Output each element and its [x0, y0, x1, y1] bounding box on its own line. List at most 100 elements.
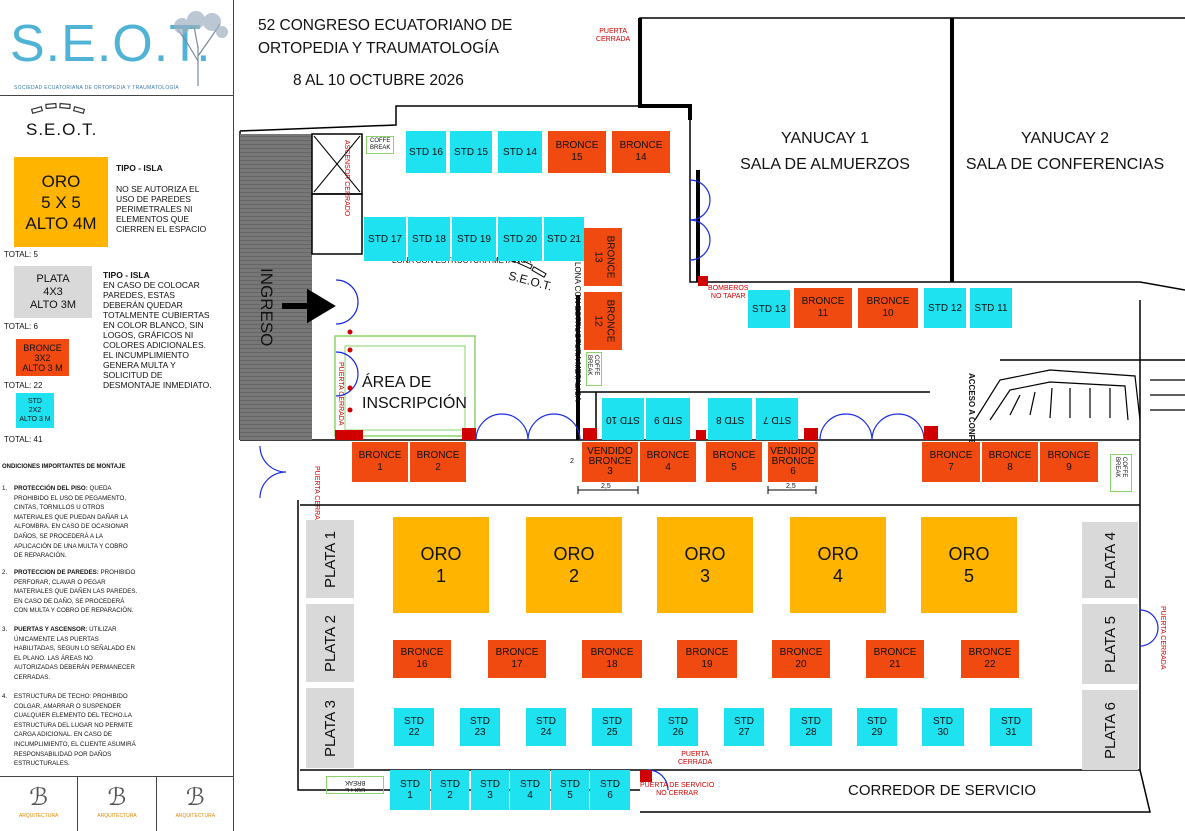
door-swings	[259, 179, 1159, 791]
stall-std-5[interactable]: STD 5	[551, 770, 589, 810]
stall-std-6[interactable]: STD 6	[590, 770, 630, 810]
stall-plata-2[interactable]: PLATA 2	[306, 604, 354, 682]
stall-bronce-19[interactable]: BRONCE 19	[677, 640, 737, 678]
stall-std-20[interactable]: STD 20	[498, 217, 542, 261]
stall-plata-1[interactable]: PLATA 1	[306, 520, 354, 598]
stall-std-27[interactable]: STD 27	[724, 708, 764, 746]
stall-plata-6-label: PLATA 6	[1101, 701, 1119, 759]
stall-std-2[interactable]: STD 2	[431, 770, 469, 810]
stall-bronce-16[interactable]: BRONCE 16	[393, 640, 451, 678]
stall-oro-2[interactable]: ORO 2	[526, 517, 622, 613]
stall-bronce-4[interactable]: BRONCE 4	[640, 442, 696, 482]
stall-std-30[interactable]: STD 30	[922, 708, 964, 746]
stall-plata-4[interactable]: PLATA 4	[1082, 522, 1138, 598]
ingreso-label: INGRESO	[256, 268, 276, 348]
stall-plata-2-label: PLATA 2	[321, 614, 339, 672]
stall-bronce-1[interactable]: BRONCE 1	[352, 442, 408, 482]
stall-std-13[interactable]: STD 13	[748, 290, 790, 328]
stall-bronce-21[interactable]: BRONCE 21	[866, 640, 924, 678]
stall-std-3[interactable]: STD 3	[471, 770, 509, 810]
legend-plata-tipo: TIPO - ISLA	[103, 270, 150, 280]
note-puerta-cerrada-top: PUERTA CERRADA	[596, 28, 631, 43]
note-puerta-cerrada-right-text: PUERTA CERRADA	[1159, 606, 1166, 670]
coffee-break-bottom: COFFE BREAK	[326, 776, 384, 794]
architecture-caption-3: ARQUITECTURA	[175, 813, 216, 819]
stall-std-12[interactable]: STD 12	[924, 288, 966, 328]
stall-oro-3[interactable]: ORO 3	[657, 517, 753, 613]
condition-2-heading: PROTECCION DE PAREDES:	[14, 569, 99, 576]
stall-std-10[interactable]: STD 10	[602, 398, 644, 440]
event-dates: 8 AL 10 OCTUBRE 2026	[293, 72, 464, 89]
condition-2-text: PROHIBIDO PERFORAR, CLAVAR O PEGAR MATER…	[14, 569, 138, 615]
legend-std-total: TOTAL: 41	[4, 435, 43, 444]
stall-bronce-12-label: BRONCE 12	[592, 299, 616, 343]
stall-std-23[interactable]: STD 23	[460, 708, 500, 746]
dimension-label-2: 2,5	[786, 483, 796, 490]
stall-bronce-17[interactable]: BRONCE 17	[488, 640, 546, 678]
stall-std-28[interactable]: STD 28	[790, 708, 832, 746]
legend-oro-total: TOTAL: 5	[4, 250, 38, 259]
stall-oro-4[interactable]: ORO 4	[790, 517, 886, 613]
stall-std-29[interactable]: STD 29	[857, 708, 897, 746]
stall-bronce-13-label: BRONCE 13	[592, 235, 616, 279]
note-puerta-inscripcion: PUERTA CERRADA	[337, 362, 354, 426]
stall-std-7[interactable]: STD 7	[756, 398, 798, 440]
coffee-break-mid-text: COFFE BREAK	[586, 355, 599, 376]
stall-std-26[interactable]: STD 26	[658, 708, 698, 746]
stall-std-15[interactable]: STD 15	[450, 131, 492, 173]
note-bomberos: BOMBEROS NO TAPAR	[708, 285, 749, 300]
note-puerta-cerrada-left-text: PUERTA CERRADA	[313, 466, 320, 530]
stall-std-10-label: STD 10	[606, 413, 640, 425]
stall-bronce-20[interactable]: BRONCE 20	[772, 640, 830, 678]
stall-bronce-18[interactable]: BRONCE 18	[582, 640, 642, 678]
coffee-break-mid: COFFE BREAK	[586, 352, 602, 386]
stall-plata-5[interactable]: PLATA 5	[1082, 604, 1138, 684]
stall-std-25[interactable]: STD 25	[592, 708, 632, 746]
stall-oro-1[interactable]: ORO 1	[393, 517, 489, 613]
tree-logo-icon	[174, 11, 228, 86]
room-yanucay-1: YANUCAY 1 SALA DE ALMUERZOS	[740, 130, 910, 173]
stall-bronce-8[interactable]: BRONCE 8	[982, 442, 1038, 482]
stall-bronce-6[interactable]: VENDIDO BRONCE 6	[768, 442, 818, 482]
condition-1-num: 1.	[2, 485, 8, 492]
stall-bronce-7[interactable]: BRONCE 7	[922, 442, 980, 482]
stall-std-4[interactable]: STD 4	[510, 770, 550, 810]
stall-std-19[interactable]: STD 19	[452, 217, 496, 261]
stall-std-18[interactable]: STD 18	[408, 217, 450, 261]
stall-std-22[interactable]: STD 22	[394, 708, 434, 746]
condition-3-heading: PUERTAS Y ASCENSOR:	[14, 626, 88, 633]
stall-std-21[interactable]: STD 21	[544, 217, 584, 261]
stall-std-24[interactable]: STD 24	[526, 708, 566, 746]
stall-std-8-label: STD 8	[715, 413, 745, 425]
stall-bronce-9[interactable]: BRONCE 9	[1040, 442, 1098, 482]
stall-bronce-2[interactable]: BRONCE 2	[410, 442, 466, 482]
architecture-caption-2: ARQUITECTURA	[97, 813, 137, 819]
stall-std-16[interactable]: STD 16	[406, 131, 446, 173]
legend-plata-desc: EN CASO DE COLOCAR PAREDES, ESTAS DEBERÁ…	[103, 280, 212, 390]
stall-bronce-10[interactable]: BRONCE 10	[858, 288, 918, 328]
dimension-label-1: 2,5	[601, 483, 611, 490]
stall-bronce-13[interactable]: BRONCE 13	[584, 228, 622, 286]
stall-std-11[interactable]: STD 11	[970, 288, 1012, 328]
stall-bronce-15[interactable]: BRONCE 15	[548, 131, 606, 173]
stall-plata-3[interactable]: PLATA 3	[306, 688, 354, 768]
stall-plata-6[interactable]: PLATA 6	[1082, 690, 1138, 770]
stall-std-9[interactable]: STD 9	[646, 398, 690, 440]
legend-oro-desc: NO SE AUTORIZA EL USO DE PAREDES PERIMET…	[116, 184, 207, 234]
stall-std-1[interactable]: STD 1	[390, 770, 430, 810]
stall-std-31[interactable]: STD 31	[990, 708, 1032, 746]
stall-bronce-14[interactable]: BRONCE 14	[612, 131, 670, 173]
condition-1-heading: PROTECCIÓN DEL PISO:	[14, 485, 88, 492]
stall-bronce-12[interactable]: BRONCE 12	[584, 292, 622, 350]
stall-bronce-11[interactable]: BRONCE 11	[794, 288, 852, 328]
stall-std-8[interactable]: STD 8	[708, 398, 752, 440]
stall-std-14[interactable]: STD 14	[498, 131, 542, 173]
stall-std-17[interactable]: STD 17	[364, 217, 406, 261]
legend-oro-swatch: ORO 5 X 5 ALTO 4M	[14, 157, 108, 247]
stall-oro-5[interactable]: ORO 5	[921, 517, 1017, 613]
stall-bronce-5[interactable]: BRONCE 5	[706, 442, 762, 482]
conference-access-label: ACCESO A CONFERENCIAS	[967, 364, 1084, 481]
stall-bronce-3[interactable]: VENDIDO BRONCE 3	[582, 442, 638, 482]
stall-bronce-22[interactable]: BRONCE 22	[961, 640, 1019, 678]
